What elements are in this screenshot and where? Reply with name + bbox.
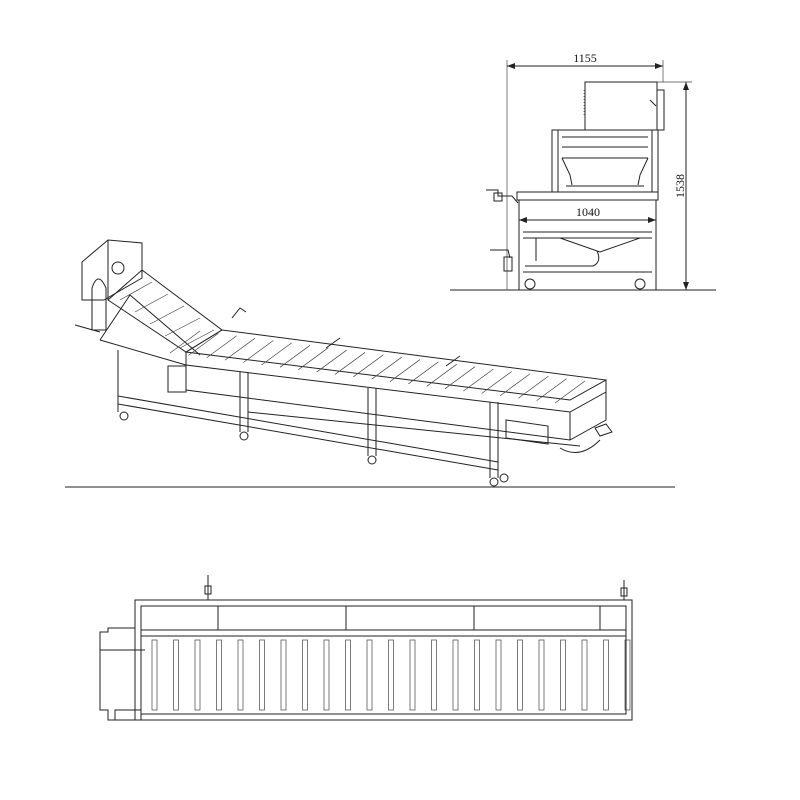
conveyor-slat: [224, 337, 256, 361]
top-view-slat: [194, 639, 201, 711]
conveyor-slat: [426, 364, 457, 387]
top-view-slat: [388, 639, 394, 711]
conveyor-slat: [261, 342, 292, 366]
top-view: [99, 575, 633, 721]
conveyor-slat: [206, 335, 237, 359]
top-view-slat: [366, 639, 373, 711]
conveyor-slat: [353, 354, 384, 378]
top-view-slat: [237, 639, 244, 711]
top-view-slat: [603, 639, 609, 711]
top-view-slat: [345, 639, 351, 711]
conveyor-slat: [371, 356, 402, 380]
overall-width-label: 1155: [573, 51, 597, 65]
conveyor-slat: [188, 333, 219, 356]
top-view-slat: [517, 639, 523, 711]
conveyor-slat: [316, 349, 347, 373]
conveyor-slat: [298, 347, 329, 370]
top-view-slat: [495, 639, 502, 711]
conveyor-slat: [408, 361, 439, 385]
top-view-slat: [560, 639, 566, 711]
conveyor-slat: [243, 340, 274, 363]
overall-height-label: 1538: [673, 174, 687, 198]
conveyor-slat: [499, 373, 531, 397]
top-view-slat: [474, 639, 480, 711]
conveyor-slat: [169, 330, 201, 354]
conveyor-slat: [334, 352, 366, 375]
conveyor-slat: [463, 368, 494, 392]
top-view-slat: [323, 639, 330, 711]
conveyor-slat: [554, 380, 586, 404]
conveyor-slat: [536, 378, 567, 401]
conveyor-slat: [389, 359, 421, 382]
end-view: 1155 1538 1040: [450, 51, 716, 291]
top-view-slat: [452, 639, 459, 711]
conveyor-slat: [481, 371, 512, 394]
top-view-slat: [302, 639, 308, 711]
top-view-slat: [173, 639, 179, 711]
top-view-slat: [538, 639, 545, 711]
perspective-view: [65, 239, 675, 488]
top-view-slat: [216, 639, 222, 711]
top-view-slat: [431, 639, 437, 711]
top-view-slat: [581, 639, 588, 711]
tank-width-label: 1040: [576, 205, 600, 219]
top-view-slat: [409, 639, 416, 711]
conveyor-slat: [518, 375, 549, 399]
top-view-slat: [151, 639, 158, 711]
top-view-slat: [280, 639, 287, 711]
top-view-slat: [259, 639, 265, 711]
top-view-slat: [624, 639, 631, 711]
conveyor-slat: [444, 366, 476, 389]
conveyor-slat: [279, 345, 311, 368]
